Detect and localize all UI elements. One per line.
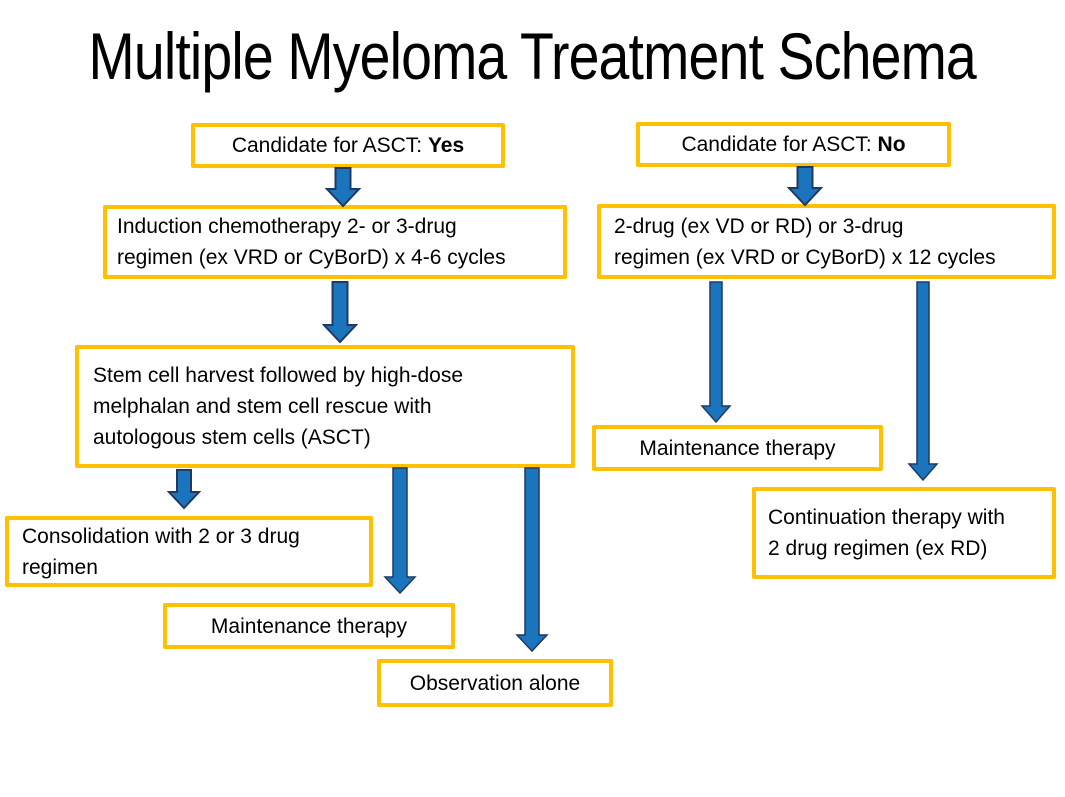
regimen-label: 2-drug (ex VD or RD) or 3-drug regimen (… bbox=[614, 214, 996, 269]
node-induction-chemotherapy: Induction chemotherapy 2- or 3-drug regi… bbox=[103, 205, 567, 279]
transplant-label: Stem cell harvest followed by high-dose … bbox=[93, 364, 464, 449]
consolidation-label: Consolidation with 2 or 3 drug regimen bbox=[22, 524, 300, 579]
node-2drug-regimen: 2-drug (ex VD or RD) or 3-drug regimen (… bbox=[597, 204, 1056, 279]
node-maintenance-therapy-right: Maintenance therapy bbox=[592, 425, 883, 471]
maintenance-right-label: Maintenance therapy bbox=[639, 436, 836, 460]
node-candidate-asct-yes: Candidate for ASCT: Yes bbox=[191, 123, 505, 168]
arrow-induction-to-transplant bbox=[322, 281, 358, 344]
node-continuation-therapy: Continuation therapy with 2 drug regimen… bbox=[752, 487, 1056, 579]
arrow-regimen-to-maintenance-right bbox=[700, 281, 732, 424]
node-maintenance-therapy-left: Maintenance therapy bbox=[163, 603, 455, 649]
arrow-regimen-to-continuation bbox=[907, 281, 939, 482]
node-stem-cell-harvest-asct: Stem cell harvest followed by high-dose … bbox=[75, 345, 575, 468]
continuation-label: Continuation therapy with 2 drug regimen… bbox=[768, 506, 1005, 560]
arrow-transplant-to-observation bbox=[515, 467, 549, 653]
observation-label: Observation alone bbox=[409, 671, 581, 695]
arrow-transplant-to-maintenance-left bbox=[383, 467, 417, 595]
page-title-text: Multiple Myeloma Treatment Schema bbox=[88, 19, 977, 93]
arrow-transplant-to-consolidation bbox=[167, 469, 201, 510]
induction-label: Induction chemotherapy 2- or 3-drug regi… bbox=[117, 215, 506, 269]
candidate-no-label: Candidate for ASCT: No bbox=[681, 133, 906, 156]
node-candidate-asct-no: Candidate for ASCT: No bbox=[636, 122, 951, 167]
candidate-no-answer: No bbox=[877, 133, 906, 156]
arrow-candidate-yes-to-induction bbox=[325, 167, 361, 208]
node-consolidation: Consolidation with 2 or 3 drug regimen bbox=[5, 516, 373, 587]
candidate-yes-label: Candidate for ASCT: Yes bbox=[231, 134, 465, 157]
page-title: Multiple Myeloma Treatment Schema bbox=[0, 19, 1065, 93]
node-observation-alone: Observation alone bbox=[377, 659, 613, 707]
maintenance-left-label: Maintenance therapy bbox=[210, 614, 408, 638]
arrow-candidate-no-to-regimen bbox=[787, 166, 823, 207]
candidate-yes-answer: Yes bbox=[427, 134, 465, 157]
